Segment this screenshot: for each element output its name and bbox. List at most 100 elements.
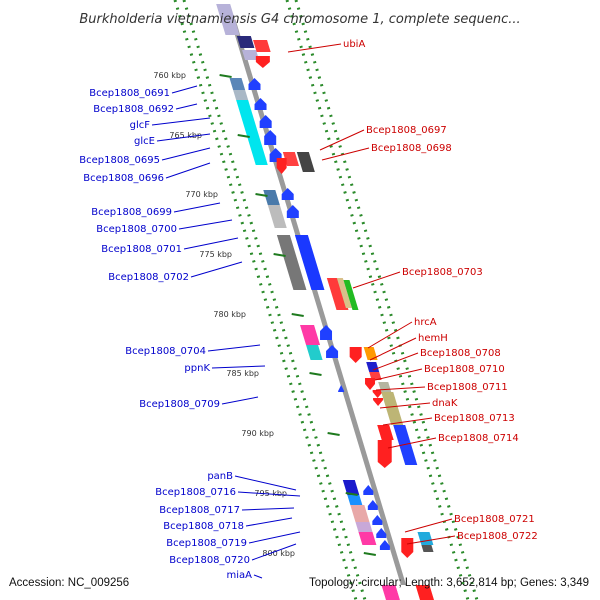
gene-label-bcep1808_0695: Bcep1808_0695	[79, 155, 160, 166]
callout-reverse-10	[379, 402, 431, 409]
gene-block-46	[347, 495, 363, 505]
tick-mark-1	[219, 74, 232, 78]
gene-label-glce: glcE	[134, 136, 155, 147]
callout-forward-10	[190, 261, 243, 278]
gene-arrow-21	[286, 205, 299, 218]
dotted-ring-4	[294, 0, 479, 600]
callout-forward-5	[161, 147, 211, 161]
gene-label-bcep1808_0716: Bcep1808_0716	[155, 487, 236, 498]
gene-block-7	[233, 90, 249, 100]
tick-label-3: 770 kbp	[185, 190, 218, 199]
gene-label-bcep1808_0701: Bcep1808_0701	[101, 244, 182, 255]
gene-block-25	[336, 278, 352, 308]
gene-arrow-44	[377, 440, 392, 468]
gene-label-bcep1808_0702: Bcep1808_0702	[108, 272, 189, 283]
callout-lines	[151, 43, 456, 579]
callout-forward-9	[183, 237, 239, 250]
tick-mark-9	[363, 552, 376, 556]
gene-label-bcep1808_0708: Bcep1808_0708	[420, 348, 501, 359]
gene-block-26	[343, 280, 359, 310]
gene-label-bcep1808_0711: Bcep1808_0711	[427, 382, 508, 393]
gene-block-58	[381, 585, 400, 600]
callout-reverse-7	[372, 352, 419, 371]
gene-label-bcep1808_0709: Bcep1808_0709	[139, 399, 220, 410]
gene-arrow-51	[367, 500, 378, 510]
gene-label-bcep1808_0713: Bcep1808_0713	[434, 413, 515, 424]
gene-label-ppnk: ppnK	[184, 363, 210, 374]
gene-label-bcep1808_0698: Bcep1808_0698	[371, 143, 452, 154]
gene-label-bcep1808_0714: Bcep1808_0714	[438, 433, 519, 444]
chromosome-backbone	[230, 19, 411, 600]
backbone-line	[230, 19, 411, 600]
callout-reverse-5	[367, 321, 413, 349]
gene-label-bcep1808_0722: Bcep1808_0722	[457, 531, 538, 542]
gene-block-42	[397, 440, 418, 465]
accession-text: Accession: NC_009256	[9, 577, 129, 589]
gene-label-bcep1808_0703: Bcep1808_0703	[402, 267, 483, 278]
gene-block-2	[236, 36, 255, 48]
gene-label-hrca: hrcA	[414, 317, 437, 328]
gene-block-22	[276, 235, 307, 290]
gene-label-bcep1808_0697: Bcep1808_0697	[366, 125, 447, 136]
gene-arrow-56	[401, 538, 414, 558]
gene-block-8	[236, 100, 257, 128]
callout-forward-11	[207, 344, 261, 352]
gene-block-40	[381, 392, 404, 425]
gene-arrow-11	[254, 98, 267, 110]
tick-mark-4	[273, 253, 286, 257]
gene-label-glcf: glcF	[130, 120, 151, 131]
callout-reverse-8	[374, 368, 423, 381]
callout-reverse-12	[387, 437, 437, 449]
callout-forward-14	[234, 475, 297, 491]
gene-label-bcep1808_0717: Bcep1808_0717	[159, 505, 240, 516]
gene-label-bcep1808_0710: Bcep1808_0710	[424, 364, 505, 375]
gene-label-bcep1808_0699: Bcep1808_0699	[91, 207, 172, 218]
gene-block-16	[282, 152, 300, 166]
gene-arrow-36	[365, 378, 376, 390]
gene-labels: Bcep1808_0691Bcep1808_0692glcFglcEBcep18…	[79, 39, 538, 581]
gene-features	[216, 4, 434, 600]
dotted-ring-1	[173, 0, 358, 600]
gene-arrow-37	[372, 390, 383, 398]
callout-forward-15	[237, 491, 301, 497]
gene-label-miaa: miaA	[227, 570, 253, 581]
gene-label-bcep1808_0704: Bcep1808_0704	[125, 346, 206, 357]
callout-forward-20	[253, 574, 263, 579]
tick-label-2: 765 kbp	[169, 131, 202, 140]
gene-block-23	[294, 235, 325, 290]
gene-label-hemh: hemH	[418, 333, 448, 344]
gene-block-55	[417, 532, 434, 545]
gene-block-57	[421, 545, 434, 552]
gene-arrow-17	[276, 158, 287, 174]
gene-label-bcep1808_0721: Bcep1808_0721	[454, 514, 535, 525]
callout-forward-3	[151, 117, 211, 126]
gene-block-24	[326, 278, 349, 310]
gene-label-bcep1808_0692: Bcep1808_0692	[93, 104, 174, 115]
tick-mark-7	[327, 432, 340, 436]
gene-arrow-52	[372, 515, 383, 525]
tick-mark-3	[255, 193, 268, 197]
gene-block-18	[263, 190, 280, 205]
gene-arrow-29	[320, 325, 333, 340]
gene-arrow-53	[376, 528, 387, 538]
callout-forward-4	[156, 133, 211, 142]
summary-text: Topology: circular; Length: 3,652,814 bp…	[309, 577, 589, 589]
gene-arrow-30	[326, 345, 339, 358]
callout-reverse-6	[369, 337, 417, 361]
gene-block-41	[393, 425, 410, 440]
gene-arrow-32	[349, 347, 362, 363]
map-title: Burkholderia vietnamiensis G4 chromosome…	[79, 12, 520, 27]
gene-block-1	[216, 4, 240, 35]
callout-forward-18	[248, 531, 301, 544]
tick-mark-8	[345, 492, 358, 496]
tick-label-1: 760 kbp	[153, 71, 186, 80]
tick-mark-5	[291, 313, 304, 317]
callout-forward-7	[173, 202, 221, 213]
gene-arrow-13	[264, 130, 277, 145]
dotted-ring-3	[285, 0, 470, 600]
tick-label-4: 775 kbp	[199, 250, 232, 259]
callout-forward-13	[221, 396, 259, 405]
callout-reverse-4	[352, 271, 401, 289]
callout-forward-8	[178, 219, 233, 230]
